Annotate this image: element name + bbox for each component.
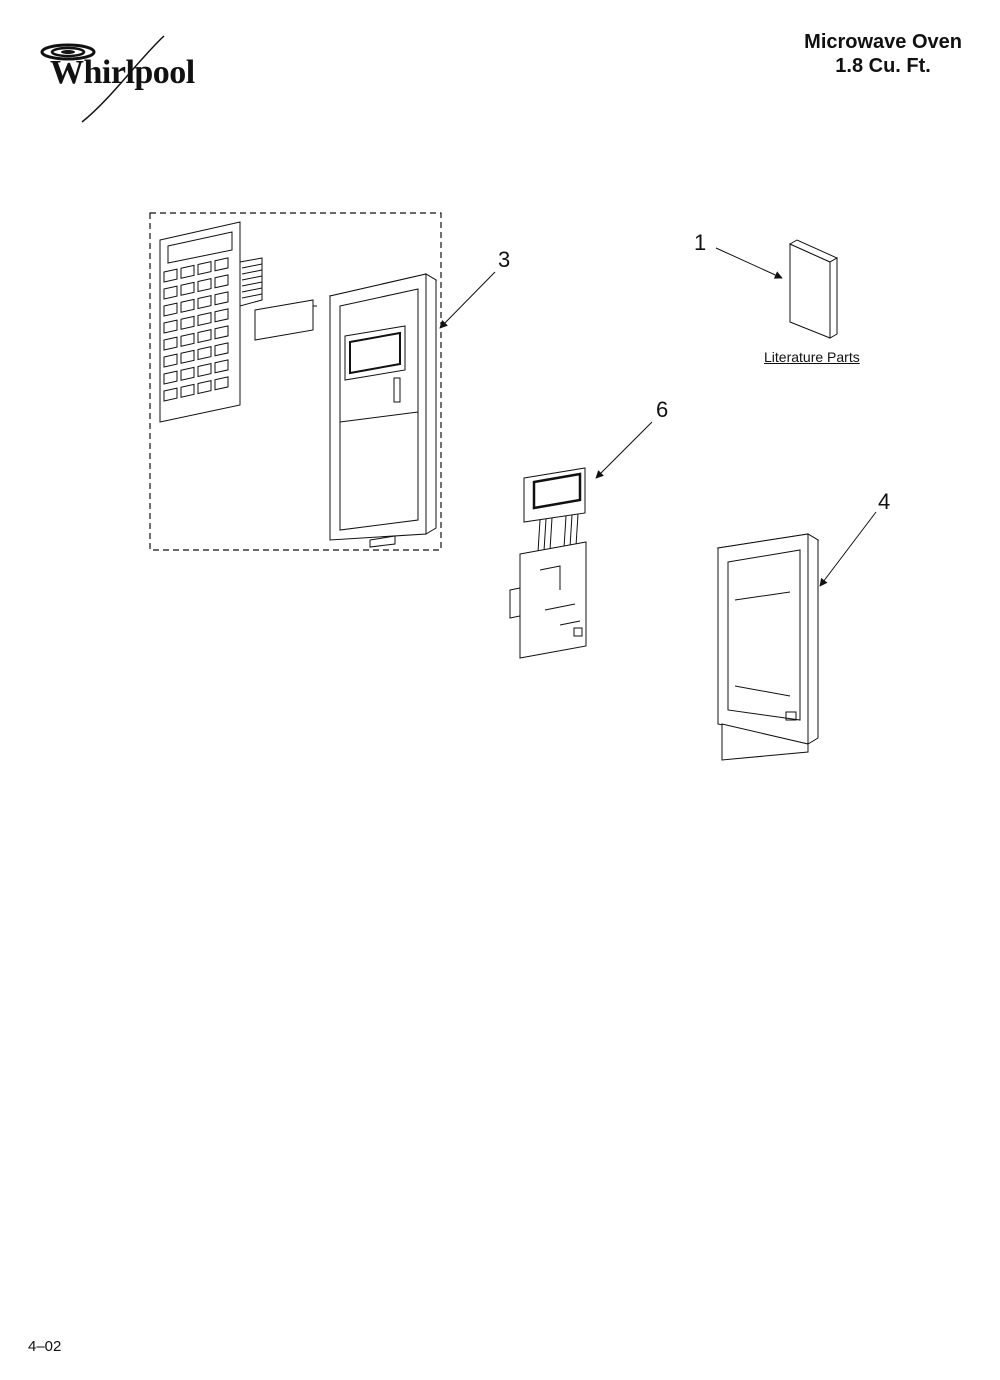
page-title: Microwave Oven 1.8 Cu. Ft. [804,30,962,78]
keypad-key [180,298,195,313]
brand-logo [30,30,210,130]
keypad-key [180,315,195,330]
keypad-membrane [159,221,263,423]
leader-arrow-6 [595,421,653,479]
brand-wordmark: Whirlpool [50,54,195,91]
callout-4: 4 [878,489,891,514]
title-line-1: Microwave Oven [804,31,962,53]
keypad-key [214,342,229,357]
control-panel-housing [328,273,438,548]
keypad-key [214,325,229,340]
keypad-key [197,295,212,310]
callout-1: 1 [694,230,707,255]
keypad-key [197,346,212,361]
keypad-key [163,387,178,402]
control-board-assembly [509,467,587,659]
keypad-key [197,278,212,293]
keypad-key [180,383,195,398]
callout-6: 6 [656,397,669,422]
swirl-logo-icon [40,35,165,123]
keypad-key [163,319,178,334]
keypad-key [180,332,195,347]
keypad-key [163,268,178,283]
assembly-dashed-box [149,212,442,551]
keypad-key [214,376,229,391]
leader-arrow-4 [819,511,877,587]
keypad-ribbon [239,257,263,307]
keypad-key [197,363,212,378]
callout-3: 3 [498,247,511,272]
literature-parts-label: Literature Parts [764,349,860,365]
keypad-key [197,329,212,344]
leader-arrow-3 [439,271,496,329]
keypad-key [163,336,178,351]
keypad-key [214,274,229,289]
keypad-key [180,349,195,364]
chassis-bracket [716,533,820,761]
title-line-2: 1.8 Cu. Ft. [835,55,931,77]
keypad-key [197,312,212,327]
keypad-key [197,380,212,395]
literature-booklet [788,239,839,339]
keypad-key [214,291,229,306]
keypad-key [214,308,229,323]
keypad-key [163,302,178,317]
keypad-key [163,370,178,385]
footer-date: 4–02 [28,1338,62,1355]
keypad-key [180,264,195,279]
keypad-key [180,281,195,296]
keypad-key [197,261,212,276]
keypad-key [214,257,229,272]
keypad-key [180,366,195,381]
leader-arrow-1 [715,247,783,279]
keypad-key [163,353,178,368]
keypad-key [214,359,229,374]
keypad-key [163,285,178,300]
display-window [254,299,317,341]
